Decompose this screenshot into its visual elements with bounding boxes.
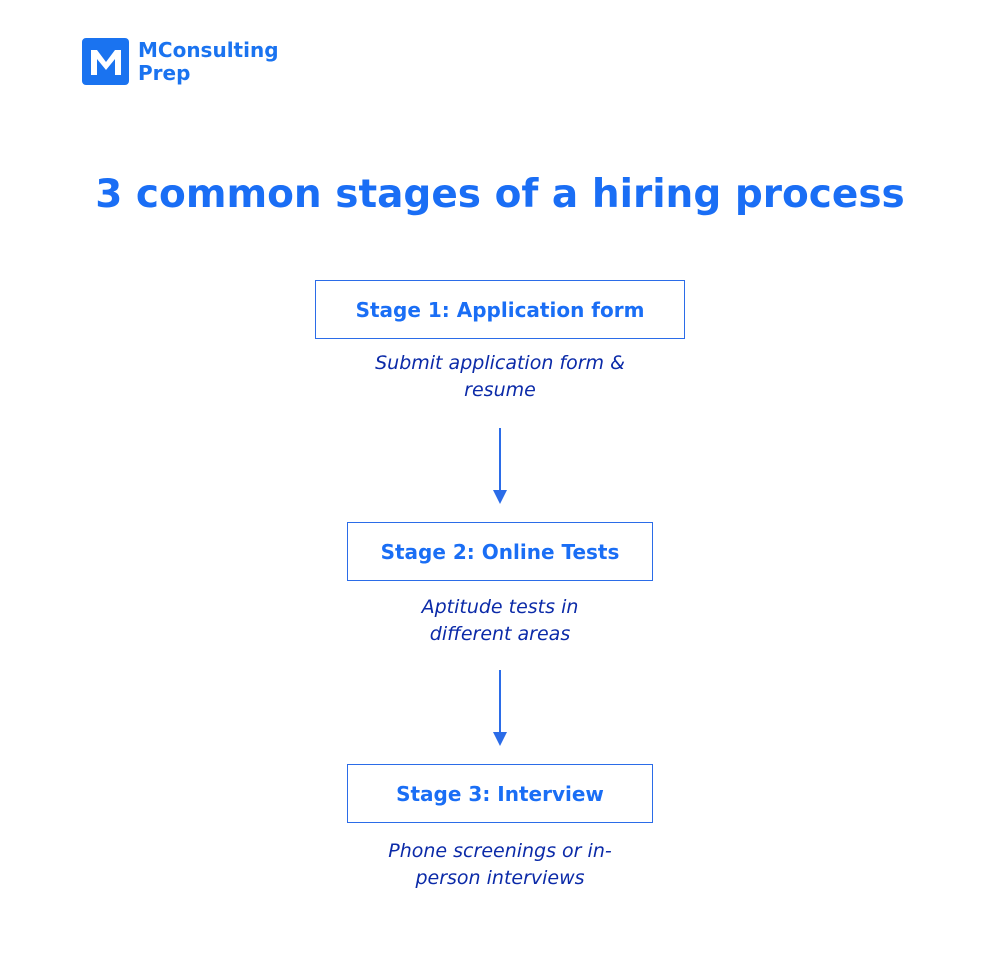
brand-name: MConsulting Prep xyxy=(138,37,279,85)
stage-2-label: Stage 2: Online Tests xyxy=(380,539,620,564)
stage-1-description: Submit application form & resume xyxy=(340,350,660,404)
arrow-down-icon xyxy=(493,428,507,504)
stage-2-description-line2: different areas xyxy=(429,623,571,645)
stage-2-description-line1: Aptitude tests in xyxy=(421,596,579,618)
arrow-down-icon xyxy=(493,670,507,746)
stage-1-description-line2: resume xyxy=(464,379,536,401)
stage-3-label: Stage 3: Interview xyxy=(396,781,604,806)
brand-logo: MConsulting Prep xyxy=(82,38,279,85)
logo-m-glyph xyxy=(90,49,121,75)
stage-3-box: Stage 3: Interview xyxy=(347,764,653,823)
stage-2-box: Stage 2: Online Tests xyxy=(347,522,653,581)
stage-1-description-line1: Submit application form & xyxy=(375,352,625,374)
stage-3-description: Phone screenings or in- person interview… xyxy=(340,838,660,892)
stage-1-label: Stage 1: Application form xyxy=(355,297,645,322)
stage-3-description-line2: person interviews xyxy=(415,867,585,889)
logo-m-icon xyxy=(82,38,129,85)
page-title: 3 common stages of a hiring process xyxy=(95,172,905,217)
stage-1-box: Stage 1: Application form xyxy=(315,280,685,339)
stage-3-description-line1: Phone screenings or in- xyxy=(388,840,612,862)
brand-name-line2: Prep xyxy=(138,60,191,85)
stage-2-description: Aptitude tests in different areas xyxy=(340,594,660,648)
brand-name-line1: MConsulting xyxy=(138,37,279,62)
